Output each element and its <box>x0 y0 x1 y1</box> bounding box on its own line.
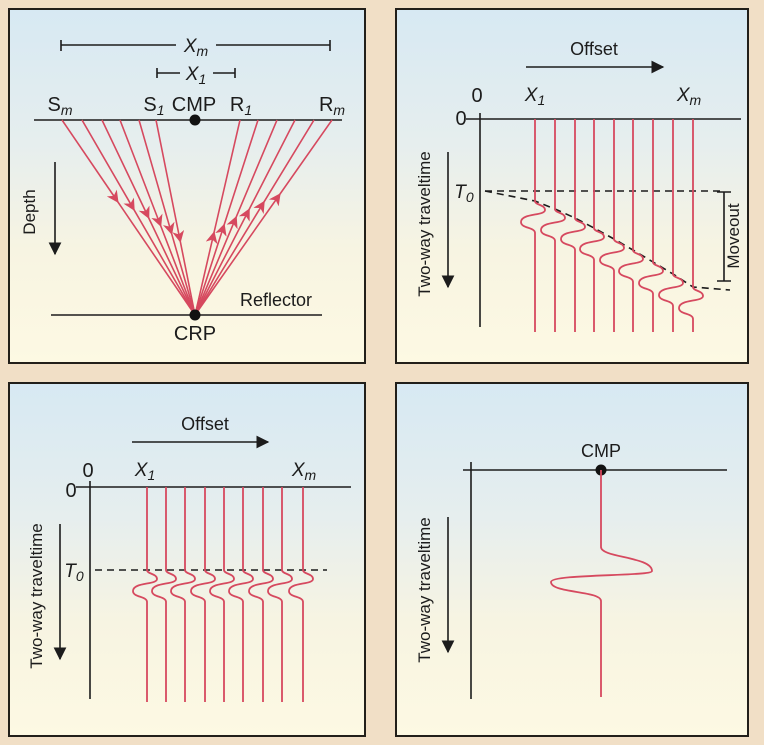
cmp-gather-figure: Offset 0 0 X1 Xm Two-way traveltime T0 M… <box>415 39 743 332</box>
crp-label: CRP <box>174 323 216 345</box>
ray-paths <box>61 119 333 316</box>
seismic-traces <box>520 119 704 332</box>
receiver-ray <box>194 119 278 316</box>
receiver-m-label: Rm <box>319 94 345 118</box>
seismic-trace <box>618 119 644 332</box>
seismic-trace <box>579 119 605 332</box>
seismic-trace <box>678 119 704 332</box>
depth-label: Depth <box>20 189 39 234</box>
offset-zero-label: 0 <box>82 460 93 482</box>
time-zero-label: 0 <box>65 480 76 502</box>
offset-axis: Offset <box>526 39 665 74</box>
seismic-trace <box>520 119 546 332</box>
receiver-ray <box>194 119 333 316</box>
seismic-trace <box>190 487 216 702</box>
source-m-label: Sm <box>47 94 72 118</box>
traveltime-label: Two-way traveltime <box>415 151 434 296</box>
t0-label: T0 <box>454 182 474 205</box>
x1-label: X1 <box>185 64 206 87</box>
receiver-ray <box>194 119 296 316</box>
seismic-trace <box>540 119 566 332</box>
receiver-ray <box>194 119 259 316</box>
panel-cmp-gather: Offset 0 0 X1 Xm Two-way traveltime T0 M… <box>395 8 749 364</box>
source-ray <box>101 119 196 316</box>
receiver-1-label: R1 <box>230 94 252 118</box>
traveltime-axis: Two-way traveltime <box>415 151 455 297</box>
seismic-trace <box>658 119 684 332</box>
stacked-trace-figure: CMP Two-way traveltime <box>415 441 727 699</box>
xm-label: Xm <box>676 85 702 108</box>
source-ray <box>155 119 196 316</box>
seismic-trace <box>267 487 293 702</box>
stacked-seismic-trace <box>550 470 653 697</box>
seismic-trace <box>151 487 177 702</box>
cmp-label: CMP <box>581 441 621 461</box>
x1-span: X1 <box>156 64 236 87</box>
seismic-trace <box>288 487 314 702</box>
seismic-trace <box>599 119 625 332</box>
cmp-raypaths-figure: Xm X1 Sm S1 CMP R1 Rm Depth Reflector CR… <box>20 36 345 345</box>
seismic-traces <box>132 487 314 702</box>
crp-dot <box>189 309 201 321</box>
x1-label: X1 <box>524 85 545 108</box>
t0-label: T0 <box>64 561 84 584</box>
seismic-trace <box>228 487 254 702</box>
traveltime-axis: Two-way traveltime <box>415 517 455 663</box>
offset-label: Offset <box>570 39 618 59</box>
receiver-ray <box>194 119 241 316</box>
source-ray <box>81 119 196 316</box>
reflector-label: Reflector <box>240 290 312 310</box>
traveltime-label: Two-way traveltime <box>27 523 46 668</box>
cmp-dot <box>189 114 201 126</box>
receiver-ray <box>194 119 315 316</box>
offset-zero-label: 0 <box>471 85 482 107</box>
cmp-label: CMP <box>172 94 216 116</box>
offset-axis: Offset <box>132 414 270 449</box>
seismic-trace <box>248 487 274 702</box>
source-ray <box>61 119 196 316</box>
xm-label: Xm <box>183 36 209 59</box>
moveout-label: Moveout <box>724 203 743 268</box>
time-zero-label: 0 <box>455 108 466 130</box>
seismic-trace <box>560 119 586 332</box>
x1-label: X1 <box>134 460 155 483</box>
panel-nmo-corrected: Offset 0 0 X1 Xm Two-way traveltime T0 <box>8 382 366 737</box>
traveltime-label: Two-way traveltime <box>415 517 434 662</box>
panel-cmp-raypaths: Xm X1 Sm S1 CMP R1 Rm Depth Reflector CR… <box>8 8 366 364</box>
source-1-label: S1 <box>143 94 164 118</box>
depth-axis: Depth <box>20 162 62 256</box>
seismic-trace <box>209 487 235 702</box>
moveout-bracket: Moveout <box>717 191 743 282</box>
xm-label: Xm <box>291 460 317 483</box>
stacked-trace <box>550 470 653 697</box>
xm-span: Xm <box>60 36 331 59</box>
seismic-trace <box>638 119 664 332</box>
seismic-trace <box>170 487 196 702</box>
panel-stacked-trace: CMP Two-way traveltime <box>395 382 749 737</box>
traveltime-axis: Two-way traveltime <box>27 523 67 669</box>
source-ray <box>119 119 196 316</box>
source-ray <box>138 119 196 316</box>
offset-label: Offset <box>181 414 229 434</box>
nmo-corrected-figure: Offset 0 0 X1 Xm Two-way traveltime T0 <box>27 414 351 702</box>
seismic-trace <box>132 487 158 702</box>
